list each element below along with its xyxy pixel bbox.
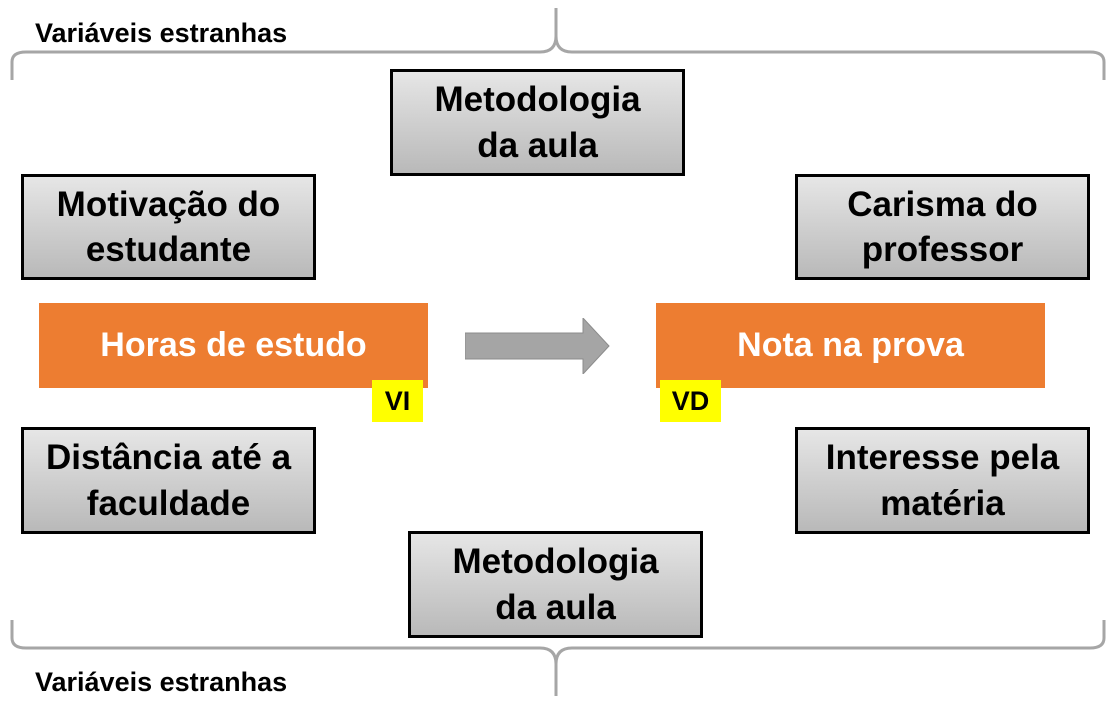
right-arrow-icon [465, 318, 610, 374]
confounder-top-right-text: Carisma do professor [847, 184, 1038, 270]
dependent-variable-label: Nota na prova [737, 326, 964, 364]
independent-variable-badge: VI [372, 380, 423, 422]
dependent-variable-badge: VD [660, 380, 721, 422]
confounder-top-center: Metodologia da aula [390, 69, 685, 176]
confounder-bottom-left: Distância até a faculdade [21, 427, 316, 534]
confounder-bottom-center-text: Metodologia da aula [452, 542, 659, 627]
confounder-bottom-right-text: Interesse pela matéria [825, 438, 1060, 523]
top-brace [10, 8, 1106, 80]
confounder-top-right: Carisma do professor [795, 174, 1090, 280]
bottom-bracket-label: Variáveis estranhas [35, 667, 288, 697]
bottom-brace [10, 620, 1106, 696]
confounder-top-left: Motivação do estudante [21, 174, 316, 280]
independent-variable-label: Horas de estudo [100, 326, 367, 364]
confounder-bottom-left-text: Distância até a faculdade [45, 438, 292, 523]
dependent-variable-box: Nota na prova [656, 303, 1045, 388]
confounder-bottom-right: Interesse pela matéria [795, 427, 1090, 534]
top-bracket-label: Variáveis estranhas [35, 18, 288, 48]
confounder-top-left-text: Motivação do estudante [56, 184, 281, 270]
confounder-top-center-text: Metodologia da aula [434, 80, 641, 165]
independent-variable-box: Horas de estudo [39, 303, 428, 388]
confounder-bottom-center: Metodologia da aula [408, 531, 703, 638]
